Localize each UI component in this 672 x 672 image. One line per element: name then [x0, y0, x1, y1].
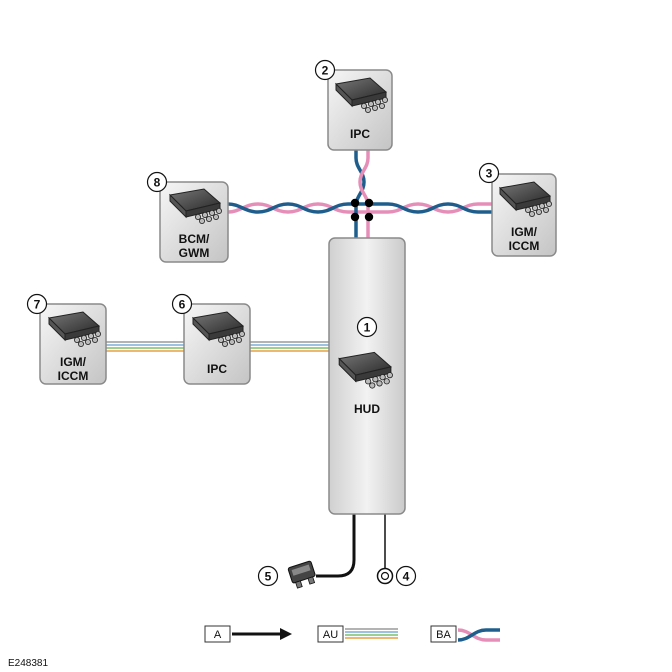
au-cable-right [250, 341, 329, 352]
callout-7: 7 [26, 293, 48, 315]
can-splice-dots [350, 198, 374, 222]
callout-4: 4 [395, 565, 417, 587]
legend-a: A [204, 625, 292, 643]
svg-text:1: 1 [364, 321, 371, 335]
fuse-icon [287, 560, 316, 589]
legend: A AU BA [204, 625, 500, 643]
svg-text:7: 7 [34, 298, 41, 312]
power-wire [316, 514, 356, 578]
callout-3: 3 [478, 162, 500, 184]
ground-terminal-icon [376, 567, 394, 585]
bcm-label-1: BCM/ [179, 232, 210, 246]
callout-1: 1 [356, 316, 378, 338]
igm-left-label-2: ICCM [58, 369, 89, 383]
svg-text:4: 4 [403, 570, 410, 584]
svg-text:A: A [214, 629, 222, 641]
callout-2: 2 [314, 59, 336, 81]
hud-module[interactable]: HUD [328, 237, 406, 515]
legend-au: AU [317, 625, 398, 643]
ipc-top-label: IPC [350, 127, 370, 141]
svg-text:3: 3 [486, 167, 493, 181]
bcm-label-2: GWM [179, 246, 210, 260]
callout-8: 8 [146, 171, 168, 193]
can-bus-horizontal [227, 202, 492, 214]
svg-text:2: 2 [322, 64, 329, 78]
svg-text:5: 5 [265, 570, 272, 584]
igm-right-label-2: ICCM [509, 239, 540, 253]
bcm-gwm-module[interactable]: BCM/ GWM [159, 181, 229, 263]
svg-text:8: 8 [154, 176, 161, 190]
callout-5: 5 [257, 565, 279, 587]
legend-ba: BA [430, 625, 500, 643]
igm-left-label-1: IGM/ [60, 355, 87, 369]
svg-text:6: 6 [179, 298, 186, 312]
ipc-top-module[interactable]: IPC [327, 69, 393, 151]
ipc-left-label: IPC [207, 362, 227, 376]
igm-iccm-left-module[interactable]: IGM/ ICCM [39, 303, 107, 385]
ipc-left-module[interactable]: IPC [183, 303, 251, 385]
hud-label: HUD [354, 402, 380, 416]
igm-iccm-right-module[interactable]: IGM/ ICCM [491, 173, 557, 257]
can-bus-vertical [354, 150, 370, 238]
igm-right-label-1: IGM/ [511, 225, 538, 239]
arrow-right-icon [280, 628, 292, 640]
callout-6: 6 [171, 293, 193, 315]
figure-reference-id: E248381 [8, 658, 48, 669]
svg-text:AU: AU [323, 629, 338, 641]
au-cable-left [106, 341, 184, 352]
svg-text:BA: BA [436, 629, 451, 641]
